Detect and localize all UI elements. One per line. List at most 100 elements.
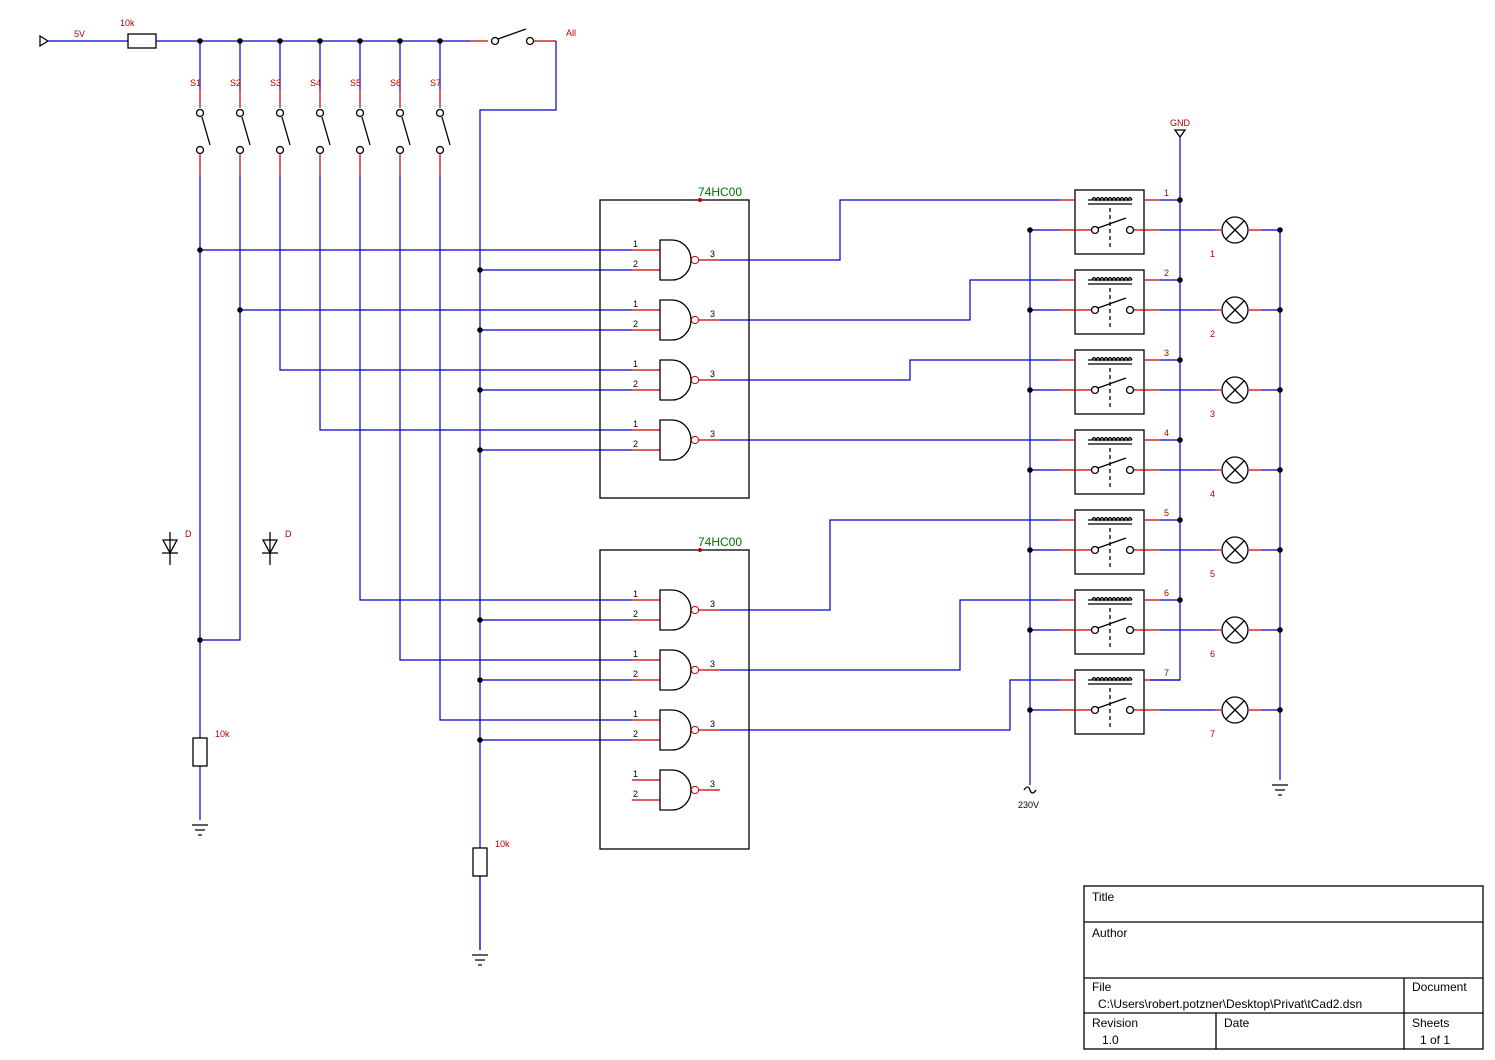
all-switch-label: All [566, 28, 576, 38]
pulldown-resistor-1: 10k [192, 640, 230, 820]
nand-gate-6: 1 2 3 [632, 649, 720, 691]
switch-2-label: S2 [230, 78, 241, 88]
gate-pin-3: 3 [710, 659, 715, 669]
junction-dot [1177, 517, 1183, 523]
junction-dot [1177, 357, 1183, 363]
junction-dot [1027, 387, 1033, 393]
gate-pin-2: 2 [633, 379, 638, 389]
junction-dot [1277, 227, 1283, 233]
revision-value: 1.0 [1102, 1033, 1119, 1047]
sheets-value: 1 of 1 [1420, 1033, 1450, 1047]
relay-4: 4 [1030, 428, 1215, 495]
relay-4-label: 4 [1164, 428, 1169, 438]
all-bus [479, 41, 557, 950]
lamp-2-label: 2 [1210, 329, 1215, 339]
junction-dot [1277, 547, 1283, 553]
gate-pin-3: 3 [710, 369, 715, 379]
gate-output-wires [720, 199, 1060, 731]
switch-signal-wires [199, 175, 632, 741]
lamp-5: 5 [1210, 536, 1280, 579]
relay-1: 1 [1030, 188, 1215, 255]
lamp-7: 7 [1210, 696, 1280, 739]
junction-dot [1177, 197, 1183, 203]
ic-u2: 74HC00 [599, 535, 750, 850]
relay-2-label: 2 [1164, 268, 1169, 278]
mains-bus: 230V [1018, 230, 1039, 810]
junction-dot [1277, 387, 1283, 393]
junction-dot [277, 38, 283, 44]
ground-symbol-2 [472, 954, 488, 966]
switch-6-label: S6 [390, 78, 401, 88]
diode-1-label: D [185, 529, 192, 539]
lamp-4: 4 [1210, 456, 1280, 499]
junction-dot [197, 637, 203, 643]
switch-7: S7 [430, 41, 451, 175]
switch-5: S5 [350, 41, 371, 175]
gate-pin-3: 3 [710, 249, 715, 259]
junction-dot [1027, 227, 1033, 233]
junction-dots [197, 38, 1283, 743]
junction-dot [197, 38, 203, 44]
lamp-6: 6 [1210, 616, 1280, 659]
file-label: File [1092, 980, 1112, 994]
junction-dot [437, 38, 443, 44]
lamp-1-label: 1 [1210, 249, 1215, 259]
gate-pin-1: 1 [633, 709, 638, 719]
gate-pin-2: 2 [633, 319, 638, 329]
gate-pin-2: 2 [633, 259, 638, 269]
nand-gate-8: 123 [632, 769, 720, 811]
junction-dot [237, 307, 243, 313]
diode-2-label: D [285, 529, 292, 539]
gate-pin-1: 1 [633, 589, 638, 599]
junction-dot [477, 447, 483, 453]
lamp-6-label: 6 [1210, 649, 1215, 659]
junction-dot [477, 617, 483, 623]
gate-pin-2: 2 [633, 789, 638, 799]
junction-dot [237, 38, 243, 44]
junction-dot [1277, 627, 1283, 633]
gate-pin-2: 2 [633, 729, 638, 739]
relay-6: 6 [1030, 588, 1215, 655]
junction-dot [1277, 307, 1283, 313]
junction-dot [197, 247, 203, 253]
switch-6: S6 [390, 41, 411, 175]
junction-dot [1177, 277, 1183, 283]
nand-gate-7: 1 2 3 [632, 709, 720, 751]
lamp-2: 2 [1210, 296, 1280, 339]
gate-pin-1: 1 [633, 299, 638, 309]
gate-pin-1: 1 [633, 649, 638, 659]
switch-7-label: S7 [430, 78, 441, 88]
supply-input: 5V [39, 29, 128, 48]
switch-4-label: S4 [310, 78, 321, 88]
junction-dot [477, 327, 483, 333]
lamp-4-label: 4 [1210, 489, 1215, 499]
junction-dot [1177, 597, 1183, 603]
relay-5-label: 5 [1164, 508, 1169, 518]
diode-2: D [261, 529, 292, 565]
relay-3-label: 3 [1164, 348, 1169, 358]
nand-gate-1: 123 [632, 239, 720, 281]
author-label: Author [1092, 926, 1127, 940]
nand-gate-2: 123 [632, 299, 720, 341]
document-label: Document [1412, 980, 1467, 994]
switch-5-label: S5 [350, 78, 361, 88]
series-resistor-label: 10k [120, 18, 135, 28]
lamp-return-bus [1272, 230, 1288, 796]
all-switch: All [490, 28, 576, 46]
nand-gate-4: 123 [632, 419, 720, 461]
series-resistor: 10k [120, 18, 157, 49]
gate-pin-3: 3 [710, 719, 715, 729]
junction-dot [477, 387, 483, 393]
junction-dot [1277, 467, 1283, 473]
gate-pin-2: 2 [633, 669, 638, 679]
junction-dot [1027, 707, 1033, 713]
junction-dot [357, 38, 363, 44]
gate-pin-1: 1 [633, 419, 638, 429]
switch-1: S1 [190, 41, 211, 175]
gate-pin-1: 1 [633, 769, 638, 779]
sheets-label: Sheets [1412, 1016, 1449, 1030]
